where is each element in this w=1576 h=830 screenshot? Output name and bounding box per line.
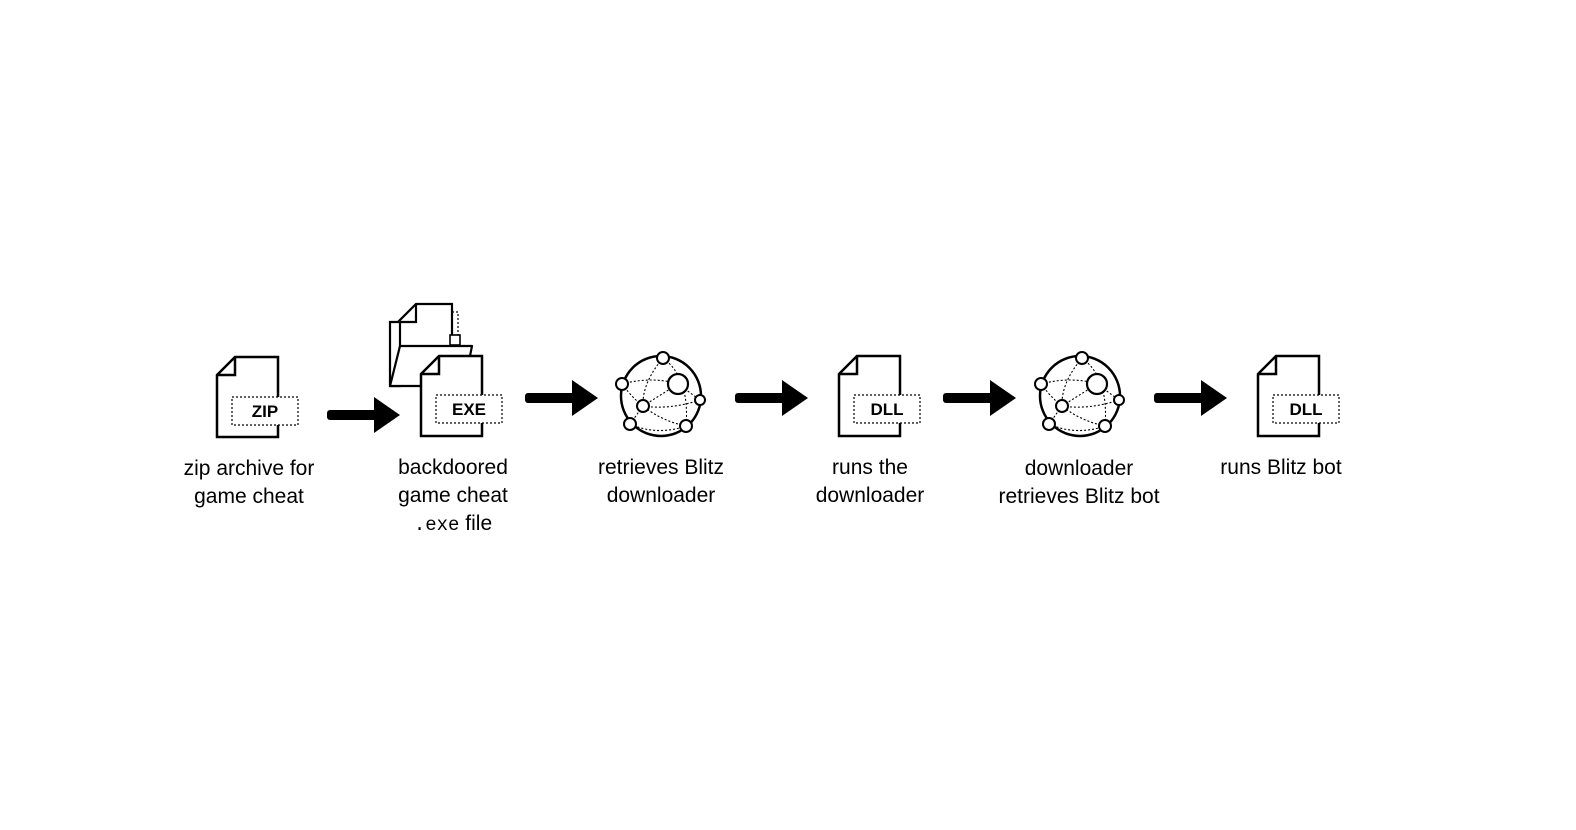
step-5-caption: downloader retrieves Blitz bot	[969, 455, 1189, 511]
step-6-caption: runs Blitz bot	[1171, 454, 1391, 482]
step-4-caption-line-2: downloader	[815, 484, 925, 507]
step-1-caption-line-1: zip archive for	[183, 457, 315, 480]
flow-arrow-3	[734, 379, 810, 417]
network-globe-icon	[612, 348, 712, 442]
exe-file-icon: EXE	[418, 354, 508, 440]
flow-arrow-1	[326, 396, 402, 434]
step-2-caption-line-2: game cheat	[398, 484, 508, 507]
step-6-caption-line-1: runs Blitz bot	[1220, 456, 1342, 479]
dll-file-icon: DLL	[836, 354, 926, 440]
dll-file-icon-2: DLL	[1255, 354, 1345, 440]
step-4-caption: runs the downloader	[760, 454, 980, 510]
step-2-caption-line-1: backdoored	[398, 456, 508, 479]
step-3-caption: retrieves Blitz downloader	[551, 454, 771, 510]
step-1-caption-line-2: game cheat	[194, 485, 304, 508]
step-2-caption-suffix: file	[459, 512, 493, 535]
exe-badge-label: EXE	[452, 400, 486, 419]
step-5-caption-line-1: downloader	[1024, 457, 1134, 480]
step-2-caption-mono: .exe	[413, 514, 460, 536]
dll-badge-label-1: DLL	[870, 400, 903, 419]
dll-badge-label-2: DLL	[1289, 400, 1322, 419]
step-1-caption: zip archive for game cheat	[139, 455, 359, 511]
flow-arrow-2	[524, 379, 600, 417]
step-3-caption-line-2: downloader	[606, 484, 716, 507]
zip-file-icon: ZIP	[214, 355, 304, 441]
step-5-caption-line-2: retrieves Blitz bot	[998, 485, 1160, 508]
step-4-caption-line-1: runs the	[832, 456, 908, 479]
zip-badge-label: ZIP	[252, 402, 278, 421]
step-2-caption: backdoored game cheat .exe file	[343, 454, 563, 539]
step-3-caption-line-1: retrieves Blitz	[597, 456, 725, 479]
flow-arrow-5	[1153, 379, 1229, 417]
network-globe-icon-2	[1031, 348, 1131, 442]
flow-arrow-4	[942, 379, 1018, 417]
